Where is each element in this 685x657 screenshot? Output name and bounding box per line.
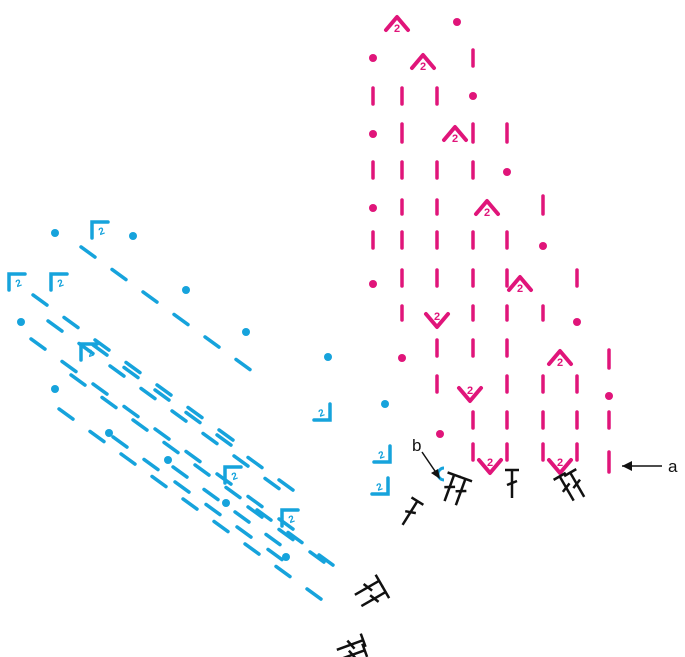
callout-a: a [622,457,678,476]
blue-stitch-dash [162,440,180,455]
blue-stitch-dash [153,388,171,402]
blue-stitch-dash [217,428,235,442]
blue-stitch-dash [243,542,261,556]
blue-stitch-dash [46,319,64,333]
blue-stitch-dash [139,386,157,401]
blue-stitch-dash [141,290,159,304]
blue-stitch-section [7,220,445,601]
blue-stitch-dash [184,410,202,425]
blue-stitch-dash [172,312,190,327]
blue-stitch-dash [91,382,109,396]
blue-stitch-dash [317,553,335,567]
blue-stitch-dash [170,409,188,423]
blue-stitch-dash [233,510,251,524]
callout-b: b [412,436,440,479]
blue-stitch-dash [246,505,264,519]
blue-stitch-dash [150,474,168,489]
blue-stitch-dash [186,405,204,420]
blue-stitch-dash [201,431,219,446]
blue-stitch-dash [181,497,199,511]
blue-stitch-dash [235,525,253,539]
blue-stitch-dash [286,530,304,545]
blue-stitch-dash [131,418,149,432]
blue-stitch-dash [57,407,75,421]
blue-stitch-dash [277,527,295,542]
blue-stitch-dash [122,365,140,380]
blue-stitch-dash [69,373,87,387]
blue-stitch-dash [204,502,222,517]
pink-stitch-section [369,15,613,475]
blue-stitch-dash [264,532,282,547]
blue-stitch-dash [308,550,326,564]
blue-stitch-dash [91,343,109,357]
blue-stitch-dash [263,476,281,491]
blue-stitch-dash [111,435,129,449]
blue-stitch-dash [246,494,264,509]
blue-stitch-dash [215,433,233,447]
blue-stitch-dash [173,480,191,494]
blue-stitch-dash [184,449,202,464]
blue-stitch-dash [122,404,140,419]
blue-stitch-dash [108,364,126,378]
blue-stitch-dash [277,478,295,492]
blue-stitch-dash [232,454,250,468]
blue-stitch-dash [202,487,220,502]
blue-stitch-dash [266,547,284,562]
blue-stitch-dash [124,360,142,375]
blue-stitch-dash [193,463,211,477]
blue-stitch-dash [255,508,273,522]
blue-stitch-dash [246,455,264,470]
blue-stitch-dash [31,293,49,307]
blue-stitch-dash [212,519,230,534]
black-stitch-section [333,467,592,657]
blue-stitch-dash [62,315,80,330]
blue-stitch-dash [60,359,78,374]
blue-stitch-dash [155,383,173,397]
blue-stitch-dash [234,357,252,372]
blue-stitch-dash [142,457,160,472]
callout-a-label: a [668,457,678,476]
blue-stitch-dash [119,452,137,466]
blue-stitch-dash [88,429,106,444]
blue-stitch-dash [274,564,292,579]
blue-stitch-dash [110,267,128,282]
blue-stitch-dash [100,395,118,410]
blue-stitch-dash [305,587,323,601]
blue-stitch-dash [203,335,221,349]
blue-stitch-dash [29,337,47,351]
blue-stitch-dash [93,338,111,352]
blue-stitch-dash [171,465,189,479]
blue-stitch-dash [79,245,97,259]
blue-stitch-dash [153,427,171,441]
callout-b-label: b [412,436,421,455]
blue-stitch-dash [224,485,242,500]
